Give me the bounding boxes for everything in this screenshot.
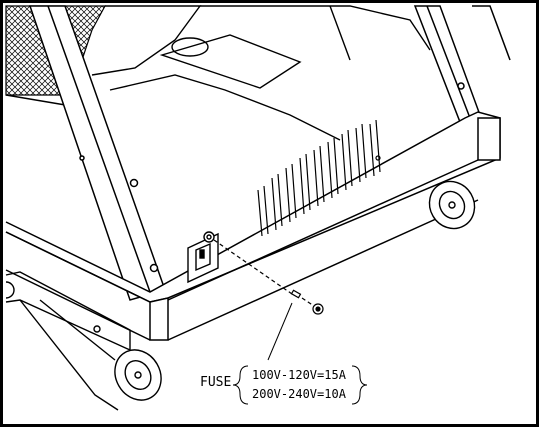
base-frame <box>5 111 501 341</box>
fuse-holder <box>203 231 215 243</box>
rear-right-wheel <box>428 180 476 230</box>
vent-slots <box>257 119 381 237</box>
front-left-wheel <box>114 349 162 401</box>
fuse-rating-low-voltage: 100V-120V=15A <box>252 368 347 382</box>
power-switch <box>187 232 219 284</box>
callout-leader <box>267 302 293 361</box>
fuse-label-prefix: FUSE <box>200 375 231 390</box>
right-upright <box>413 5 511 123</box>
fuse-rating-high-voltage: 200V-240V=10A <box>252 387 347 401</box>
fuse-label: FUSE 100V-120V=15A 200V-240V=10A <box>200 365 368 405</box>
lower-leg <box>5 271 131 411</box>
hood-curve <box>91 5 202 76</box>
fuse-exploded-view <box>213 239 324 315</box>
left-upright <box>28 5 166 301</box>
